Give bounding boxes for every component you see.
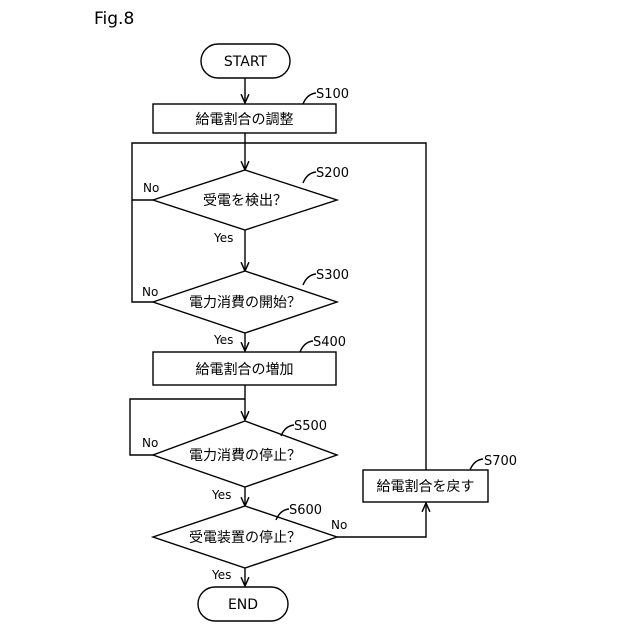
s700-ref: S700 bbox=[484, 454, 517, 469]
s100-leader bbox=[303, 93, 316, 104]
s500-no-label: No bbox=[142, 436, 158, 450]
s400-ref: S400 bbox=[313, 335, 346, 350]
s300-yes-label: Yes bbox=[213, 333, 233, 347]
s300-ref: S300 bbox=[316, 268, 349, 283]
end-label: END bbox=[228, 597, 258, 613]
s500-label: 電力消費の停止？ bbox=[189, 447, 301, 464]
s500-ref: S500 bbox=[294, 419, 327, 434]
start-label: START bbox=[224, 54, 268, 70]
connectors bbox=[130, 78, 426, 586]
s200-label: 受電を検出？ bbox=[203, 193, 287, 209]
s300-no-label: No bbox=[142, 285, 158, 299]
s300-leader bbox=[303, 274, 316, 285]
s700-leader bbox=[470, 459, 483, 470]
s700-label: 給電割合を戻す bbox=[377, 478, 475, 495]
s100-label: 給電割合の調整 bbox=[196, 111, 294, 128]
s200-yes-label: Yes bbox=[213, 231, 233, 245]
s600-no-label: No bbox=[331, 518, 347, 532]
s400-leader bbox=[300, 341, 313, 352]
s100-ref: S100 bbox=[316, 87, 349, 102]
s600-label: 受電装置の停止？ bbox=[189, 529, 301, 546]
s200-ref: S200 bbox=[316, 166, 349, 181]
figure-label: Fig.8 bbox=[94, 9, 134, 29]
s500-yes-label: Yes bbox=[211, 488, 231, 502]
s600-yes-label: Yes bbox=[211, 568, 231, 582]
s600-ref: S600 bbox=[289, 503, 322, 518]
edge-s600-no bbox=[337, 503, 426, 537]
s300-label: 電力消費の開始？ bbox=[189, 295, 301, 311]
s200-no-label: No bbox=[143, 181, 159, 195]
s400-label: 給電割合の増加 bbox=[196, 361, 294, 378]
s200-leader bbox=[303, 172, 316, 183]
